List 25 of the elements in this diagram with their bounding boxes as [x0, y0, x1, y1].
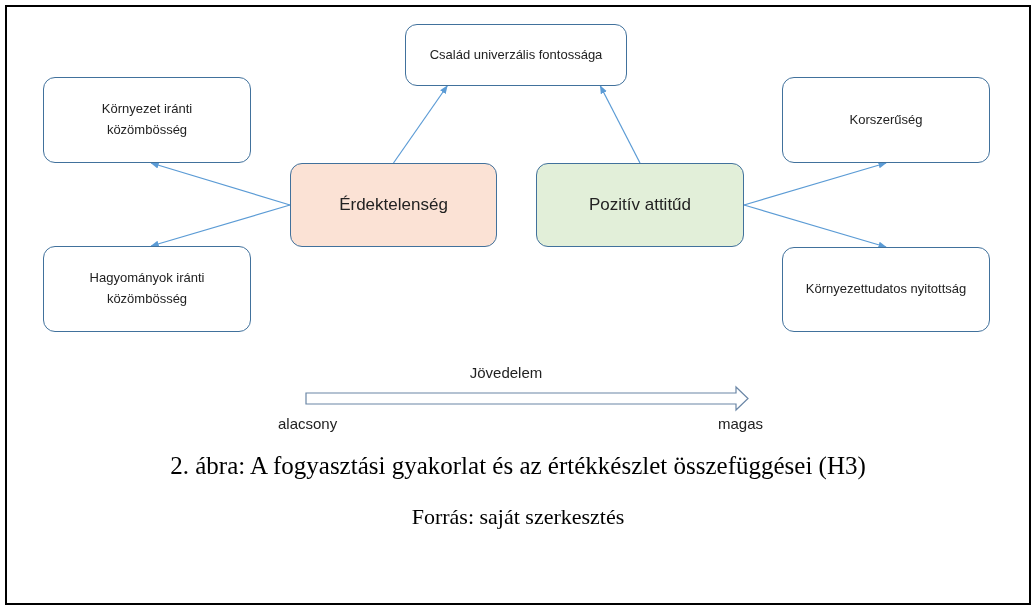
axis-end-label: alacsony [278, 415, 338, 432]
arrow [599, 85, 641, 164]
process-box [782, 247, 990, 332]
process-box [43, 77, 251, 163]
arrow [150, 204, 291, 248]
figure-caption: 2. ábra: A fogyasztási gyakorlat és az értékkészlet összefüggései (H3) [170, 452, 866, 480]
concept-box [290, 163, 497, 247]
node-text: Hagyományok iránti közömbösség [88, 269, 206, 308]
concept-box [536, 163, 744, 247]
node-text: Család univerzális fontossága [429, 45, 603, 64]
axis-end-label: magas [718, 415, 764, 432]
process-box [43, 246, 251, 332]
node-text: Környezet iránti közömbösség [100, 100, 194, 139]
node-text: Korszerűség [849, 110, 923, 129]
process-box [782, 77, 990, 163]
process-box [405, 24, 627, 86]
node-text: Érdektelenség [339, 194, 448, 217]
arrow [743, 161, 887, 206]
arrow [150, 161, 291, 206]
node-text: Környezettudatos nyitottság [805, 280, 967, 299]
arrow [392, 85, 448, 164]
node-text: Pozitív attitűd [588, 194, 692, 217]
source-note: Forrás: saját szerkesztés [411, 504, 625, 530]
arrow [743, 204, 887, 249]
axis-title: Jövedelem [469, 364, 543, 381]
